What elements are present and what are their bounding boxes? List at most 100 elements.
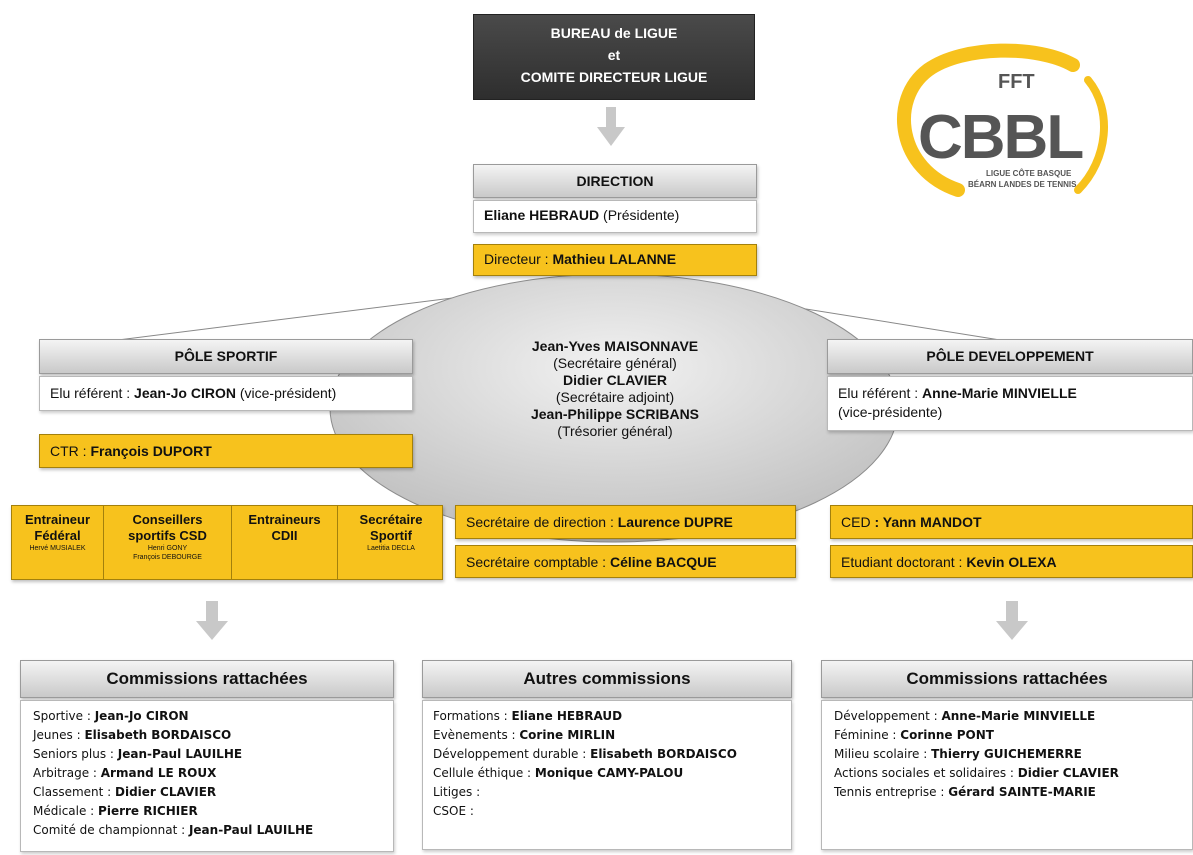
logo-letters: CBBL: [918, 103, 1082, 172]
elu-label: Elu référent :: [50, 385, 135, 401]
list-item: Classement : Didier CLAVIER: [33, 783, 381, 802]
item-name: Corinne PONT: [900, 728, 994, 742]
pole-dev-title: PÔLE DEVELOPPEMENT: [827, 339, 1193, 374]
list-item: Litiges :: [433, 783, 781, 802]
staff-cell: Entraineur Fédéral Hervé MUSIALEK: [12, 506, 104, 579]
commissions-right-title: Commissions rattachées: [821, 660, 1193, 698]
list-item: Seniors plus : Jean-Paul LAUILHE: [33, 745, 381, 764]
item-name: Eliane HEBRAUD: [511, 709, 623, 723]
staff-title: Fédéral: [34, 528, 81, 543]
bureau-line1: BUREAU de LIGUE: [550, 25, 678, 41]
staff-cell: Conseillers sportifs CSD Henri GONY Fran…: [104, 506, 232, 579]
ced-box: CED : Yann MANDOT: [830, 505, 1193, 539]
bureau-line3: COMITE DIRECTEUR LIGUE: [520, 69, 708, 85]
commissions-left-list: Sportive : Jean-Jo CIRON Jeunes : Elisab…: [20, 700, 394, 852]
ced-label: CED: [841, 514, 875, 530]
ced-name: Yann MANDOT: [882, 514, 982, 530]
bureau-line2: et: [607, 47, 621, 63]
list-item: Développement durable : Elisabeth BORDAI…: [433, 745, 781, 764]
doctorant-name: Kevin OLEXA: [966, 554, 1057, 570]
item-label: Milieu scolaire :: [834, 747, 932, 761]
list-item: Tennis entreprise : Gérard SAINTE-MARIE: [834, 783, 1180, 802]
ctr-name: François DUPORT: [90, 443, 212, 459]
oval-name-3: Jean-Philippe SCRIBANS: [530, 406, 700, 422]
list-item: CSOE :: [433, 802, 781, 821]
arrow-down-icon: [196, 601, 228, 640]
staff-title: CDII: [271, 528, 298, 543]
direction-title: DIRECTION: [473, 164, 757, 198]
dev-elu-name: Anne-Marie MINVIELLE: [922, 385, 1077, 401]
item-name: Pierre RICHIER: [98, 804, 198, 818]
oval-name-2: Didier CLAVIER: [563, 372, 667, 388]
president-role: (Présidente): [603, 207, 680, 223]
commissions-mid-title: Autres commissions: [422, 660, 792, 698]
item-name: Jean-Paul LAUILHE: [188, 823, 314, 837]
item-name: Didier CLAVIER: [115, 785, 217, 799]
list-item: Jeunes : Elisabeth BORDAISCO: [33, 726, 381, 745]
oval-name-1: Jean-Yves MAISONNAVE: [531, 338, 699, 354]
staff-title: Entraineurs: [248, 512, 321, 527]
staff-sub: Hervé MUSIALEK: [29, 545, 86, 552]
item-label: Tennis entreprise :: [834, 785, 949, 799]
director-box: Directeur : Mathieu LALANNE: [473, 244, 757, 276]
president-box: Eliane HEBRAUD (Présidente): [473, 200, 757, 233]
item-name: Armand LE ROUX: [100, 766, 217, 780]
item-label: Médicale :: [33, 804, 99, 818]
list-item: Actions sociales et solidaires : Didier …: [834, 764, 1180, 783]
staff-sub: Henri GONY: [147, 545, 188, 552]
item-label: Développement durable :: [433, 747, 591, 761]
item-label: Comité de championnat :: [33, 823, 189, 837]
pole-sportif-elu: Elu référent : Jean-Jo CIRON (vice-prési…: [39, 376, 413, 411]
staff-title: Conseillers: [132, 512, 203, 527]
dev-elu-role: (vice-présidente): [838, 404, 943, 420]
doctorant-box: Etudiant doctorant : Kevin OLEXA: [830, 545, 1193, 578]
logo-line2: BÉARN LANDES DE TENNIS: [968, 180, 1077, 189]
item-name: Thierry GUICHEMERRE: [931, 747, 1082, 761]
item-name: Monique CAMY-PALOU: [534, 766, 684, 780]
item-name: Elisabeth BORDAISCO: [84, 728, 232, 742]
item-label: Seniors plus :: [33, 747, 118, 761]
pole-dev-elu: Elu référent : Anne-Marie MINVIELLE (vic…: [827, 376, 1193, 431]
secretaire-direction-label: Secrétaire de direction :: [466, 514, 618, 530]
list-item: Féminine : Corinne PONT: [834, 726, 1180, 745]
item-name: Elisabeth BORDAISCO: [590, 747, 737, 761]
elu-role: (vice-président): [235, 385, 337, 401]
secretaire-direction-box: Secrétaire de direction : Laurence DUPRE: [455, 505, 796, 539]
commissions-mid-list: Formations : Eliane HEBRAUD Evènements :…: [422, 700, 792, 850]
item-label: Classement :: [33, 785, 116, 799]
list-item: Médicale : Pierre RICHIER: [33, 802, 381, 821]
director-label: Directeur :: [484, 251, 553, 267]
item-name: Jean-Jo CIRON: [94, 709, 189, 723]
president-name: Eliane HEBRAUD: [484, 207, 600, 223]
item-label: Jeunes :: [33, 728, 85, 742]
item-label: Litiges :: [433, 785, 481, 799]
item-label: Evènements :: [433, 728, 520, 742]
logo-fft: FFT: [998, 71, 1035, 93]
staff-title: sportifs CSD: [128, 528, 207, 543]
secretaire-comptable-name: Céline BACQUE: [609, 554, 717, 570]
item-label: Cellule éthique :: [433, 766, 535, 780]
commissions-right-list: Développement : Anne-Marie MINVIELLE Fém…: [821, 700, 1193, 850]
ctr-box: CTR : François DUPORT: [39, 434, 413, 468]
oval-role-1: (Secrétaire général): [553, 355, 677, 371]
list-item: Formations : Eliane HEBRAUD: [433, 707, 781, 726]
arrow-down-icon: [597, 107, 625, 146]
staff-sub: François DEBOURGE: [133, 554, 202, 561]
dev-elu-label: Elu référent :: [838, 385, 923, 401]
oval-role-3: (Trésorier général): [557, 423, 673, 439]
ced-sep: :: [874, 514, 883, 530]
director-name: Mathieu LALANNE: [552, 251, 677, 267]
item-label: Actions sociales et solidaires :: [834, 766, 1018, 780]
item-name: Didier CLAVIER: [1017, 766, 1119, 780]
item-name: Corine MIRLIN: [519, 728, 616, 742]
item-label: Féminine :: [834, 728, 901, 742]
item-name: Jean-Paul LAUILHE: [117, 747, 243, 761]
staff-cell: Entraineurs CDII: [232, 506, 338, 579]
list-item: Cellule éthique : Monique CAMY-PALOU: [433, 764, 781, 783]
list-item: Evènements : Corine MIRLIN: [433, 726, 781, 745]
staff-cell: Secrétaire Sportif Laetitia DECLA: [338, 506, 444, 579]
ctr-label: CTR :: [50, 443, 91, 459]
secretaire-comptable-label: Secrétaire comptable :: [466, 554, 610, 570]
elu-name: Jean-Jo CIRON: [134, 385, 236, 401]
